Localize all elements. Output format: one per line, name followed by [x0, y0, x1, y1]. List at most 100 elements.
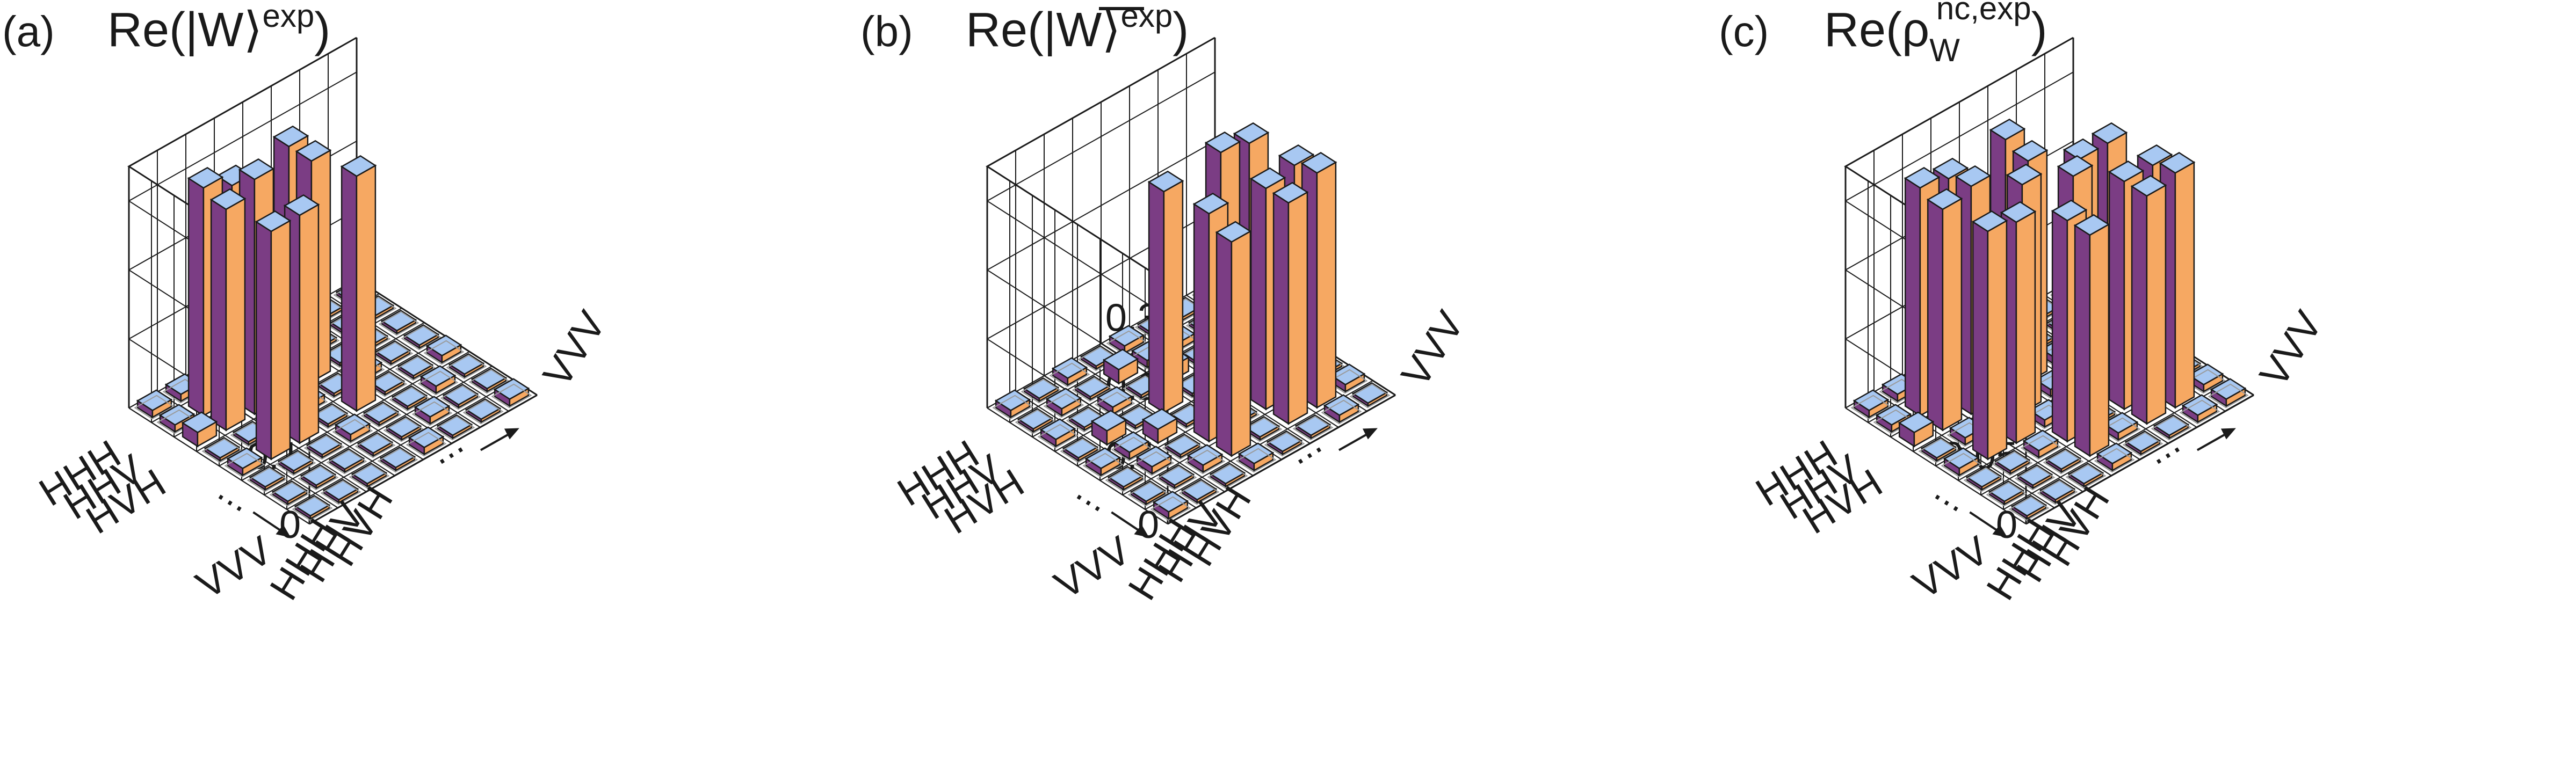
bar-7-2: [2065, 462, 2107, 489]
bar-floor-outline: [1072, 377, 1113, 402]
bar-floor-outline: [1021, 378, 1062, 404]
bar-top-face: [2091, 122, 2128, 144]
bar-floor-outline: [366, 372, 408, 397]
bar-front-face: [270, 220, 291, 461]
bar-3-0: [1060, 436, 1101, 463]
bar-6-2: [1184, 444, 1226, 475]
col-arrow-head: [2220, 428, 2236, 440]
bar-7-3: [2094, 442, 2135, 473]
bar-floor-outline: [1106, 330, 1147, 355]
bar-floor-outline: [491, 383, 532, 409]
bar-side-face: [255, 220, 272, 461]
bar-floor-outline: [269, 482, 310, 507]
frame-top: [986, 37, 1215, 283]
row-arrow-head: [1992, 524, 2008, 538]
bar-top-face: [1090, 410, 1127, 432]
bar-7-5: [1292, 414, 1334, 441]
bar-floor-outline: [378, 311, 419, 336]
bar-top-face: [1233, 122, 1270, 144]
bar-4-4: [340, 155, 377, 412]
bar-side-face: [1972, 220, 1989, 461]
row-ellipsis: ⋯: [1066, 478, 1112, 526]
bar-top-face: [1300, 152, 1337, 174]
bar-top-face: [1932, 157, 1969, 180]
bar-floor-outline: [423, 340, 465, 365]
bar-2-0: [181, 411, 218, 448]
bar-floor-outline: [1043, 393, 1084, 418]
bar-5-0: [247, 465, 288, 492]
bar-3-3: [1147, 170, 1184, 414]
bar-7-4: [2122, 430, 2163, 457]
bar-5-6: [417, 365, 459, 396]
bar-0-0: [134, 389, 175, 420]
bar-5-1: [275, 449, 316, 476]
bar-5-2: [2020, 429, 2061, 460]
bar-floor-outline: [1992, 451, 2033, 476]
bar-floor-outline: [2185, 369, 2226, 394]
bar-5-2: [303, 433, 345, 460]
row-tick-label-last: VVV: [1905, 527, 1996, 607]
bar-top-face: [2210, 378, 2247, 400]
col-tick-label-last: VVV: [534, 303, 614, 394]
bar-7-7: [2208, 378, 2249, 409]
bar-top-face: [994, 389, 1031, 411]
bar-floor-outline: [303, 435, 345, 460]
bar-floor-outline: [224, 453, 265, 478]
bar-floor-outline: [1082, 453, 1124, 478]
bar-side-face: [1148, 180, 1165, 414]
bar-top-face: [1238, 442, 1275, 464]
col-tick-label-last: VVV: [1393, 303, 1473, 394]
bar-7-1: [320, 478, 361, 505]
bar-6-1: [1156, 464, 1197, 491]
bar-4-0: [1941, 447, 1982, 478]
bar-floor-outline: [320, 480, 361, 505]
bar-4-1: [255, 210, 292, 461]
panel-c: 00.050.100.15HHHHHVHVH⋯VVVHHHHHVHVH⋯VVV(…: [1719, 0, 2331, 608]
bar-floor-outline: [1127, 482, 1169, 507]
bar-top-face: [493, 378, 530, 400]
bar-top-face: [1853, 389, 1890, 411]
bar-floor-outline: [1105, 467, 1146, 492]
bar-top-face: [2159, 152, 2196, 174]
bar-floor-outline: [1178, 480, 1220, 505]
bar-7-5: [2151, 414, 2192, 441]
bar-floor-outline: [1850, 395, 1892, 420]
title-rangle: ⟩: [243, 3, 262, 57]
bar-top-face: [408, 426, 445, 448]
bar-5-5: [389, 385, 430, 412]
bar-side-face: [2074, 224, 2091, 457]
chart-title: Re(ρWnc,exp): [1824, 0, 2047, 68]
bar-7-0: [292, 494, 333, 521]
bar-6-3: [354, 432, 396, 458]
bar-floor-outline: [1941, 453, 1982, 478]
bar-side-face: [2131, 185, 2148, 425]
bar-7-4: [406, 426, 447, 457]
bar-floor-outline: [134, 395, 175, 420]
bar-floor-outline: [201, 438, 243, 463]
bar-6-1: [298, 464, 339, 491]
title-base: Re(|W: [107, 3, 243, 57]
panel-label: (c): [1719, 8, 1769, 55]
gridline: [1845, 71, 2074, 202]
frame-front: [309, 394, 538, 525]
bar-floor-outline: [1133, 451, 1175, 476]
bar-7-5: [434, 414, 475, 441]
bar-top-face: [2073, 214, 2110, 236]
bar-floor-outline: [1349, 383, 1391, 409]
bar-4-0: [224, 447, 265, 478]
bar-floor-outline: [1207, 464, 1248, 489]
bar-side-face: [1193, 202, 1210, 443]
bar-7-1: [1178, 478, 1220, 505]
bar-floor-outline: [298, 465, 339, 491]
bar-floor-outline: [468, 369, 510, 394]
bar-7-6: [462, 398, 504, 425]
bar-7-0: [2008, 494, 2050, 521]
bar-6-0: [1986, 480, 2027, 507]
gridline: [987, 71, 1215, 202]
bar-0-2: [1049, 357, 1090, 388]
bar-floor-outline: [389, 386, 430, 412]
bar-top-face: [295, 140, 332, 162]
bar-3-0: [1918, 436, 1959, 463]
bar-4-0: [1082, 447, 1124, 478]
